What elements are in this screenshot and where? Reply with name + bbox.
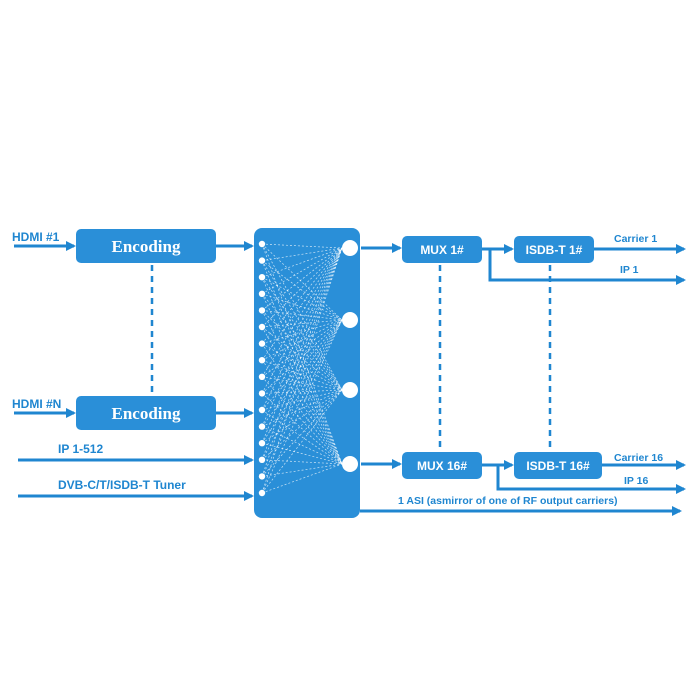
matrix-input-port (258, 473, 266, 480)
matrix-input-port (258, 240, 266, 248)
encoding-label-bottom: Encoding (112, 404, 181, 423)
matrix-crossline (261, 326, 343, 465)
matrix-crosslines (261, 243, 343, 494)
matrix-crossline (261, 326, 343, 391)
matrix-crossline (261, 319, 343, 444)
matrix-crossline (261, 389, 343, 394)
matrix-input-port (258, 357, 266, 364)
matrix-input-port (258, 340, 266, 347)
matrix-crossline (261, 260, 343, 321)
ip-1-label: IP 1 (620, 264, 639, 276)
matrix-crossline (261, 247, 343, 377)
matrix-crossline (261, 389, 343, 494)
matrix-crossline (261, 393, 343, 465)
matrix-crossline (261, 343, 343, 465)
switch-matrix (254, 228, 360, 518)
matrix-output-ports (342, 240, 358, 472)
input-label-hdmi-n: HDMI #N (12, 397, 61, 411)
matrix-crossline (261, 247, 343, 295)
matrix-crossline (261, 389, 343, 461)
matrix-crossline (261, 293, 343, 391)
matrix-input-port (258, 423, 266, 430)
mux-label-top: MUX 1# (420, 243, 464, 257)
ip-16-label: IP 16 (624, 475, 648, 487)
carrier-16-label: Carrier 16 (614, 452, 663, 464)
input-label-ip: IP 1-512 (58, 442, 103, 456)
ip-1-arrow (488, 249, 686, 285)
matrix-body (254, 228, 360, 518)
matrix-crossline (261, 247, 343, 477)
matrix-crossline (261, 276, 343, 321)
matrix-crossline (261, 319, 343, 411)
matrix-input-port (258, 489, 266, 497)
asi-output-label: 1 ASI (asmirror of one of RF output carr… (398, 495, 618, 507)
matrix-crossline (261, 310, 343, 391)
matrix-input-port (258, 390, 266, 397)
mux-label-bottom: MUX 16# (417, 459, 467, 473)
mux-box-top (402, 236, 482, 263)
isdbt-label-bottom: ISDB-T 16# (526, 459, 590, 473)
matrix-input-port (258, 290, 266, 297)
matrix-crossline (261, 389, 343, 411)
matrix-crossline (261, 247, 343, 460)
matrix-crossline (261, 319, 343, 378)
matrix-crossline (261, 442, 343, 465)
matrix-crossline (261, 359, 343, 465)
isdbt-label-top: ISDB-T 1# (526, 243, 583, 257)
matrix-input-port (258, 456, 266, 463)
matrix-crossline (261, 247, 343, 427)
encoding-label-top: Encoding (112, 237, 181, 256)
input-label-tuner: DVB-C/T/ISDB-T Tuner (58, 478, 186, 492)
matrix-crossline (261, 247, 343, 361)
matrix-output-port (342, 382, 358, 398)
matrix-crossline (261, 247, 343, 311)
matrix-crossline (261, 389, 343, 427)
matrix-crossline (261, 260, 343, 391)
matrix-input-port (258, 373, 266, 380)
matrix-crossline (261, 319, 343, 477)
matrix-output-port (342, 456, 358, 472)
ip-16-arrow (496, 465, 686, 494)
matrix-crossline (261, 276, 343, 391)
matrix-crossline (261, 310, 343, 321)
input-label-hdmi-1: HDMI #1 (12, 230, 60, 244)
matrix-crossline (261, 247, 343, 344)
matrix-crossline (261, 293, 343, 465)
matrix-crossline (261, 319, 343, 460)
matrix-crossline (261, 247, 343, 444)
matrix-crossline (261, 459, 343, 465)
matrix-crossline (261, 247, 343, 261)
isdbt-box-bottom (514, 452, 602, 479)
encoding-box-top (76, 229, 216, 263)
mux-box-bottom (402, 452, 482, 479)
matrix-crossline (261, 319, 343, 328)
matrix-input-port (258, 274, 266, 281)
matrix-input-port (258, 440, 266, 447)
matrix-input-port (258, 406, 266, 414)
matrix-output-port (342, 240, 358, 256)
matrix-crossline (261, 409, 343, 465)
matrix-crossline (261, 247, 343, 494)
matrix-crossline (261, 319, 343, 344)
matrix-output-port (342, 312, 358, 328)
matrix-crossline (261, 310, 343, 465)
carrier-1-label: Carrier 1 (614, 233, 657, 245)
matrix-crossline (261, 247, 343, 328)
matrix-crossline (261, 319, 343, 361)
matrix-crossline (261, 389, 343, 444)
encoding-box-bottom (76, 396, 216, 430)
matrix-crossline (261, 463, 343, 477)
matrix-input-ports (258, 240, 266, 497)
matrix-crossline (261, 376, 343, 391)
matrix-input-port (258, 257, 266, 264)
matrix-crossline (261, 343, 343, 391)
matrix-input-port (258, 307, 266, 314)
isdbt-box-top (514, 236, 594, 263)
matrix-crossline (261, 426, 343, 465)
matrix-crossline (261, 243, 343, 249)
matrix-input-port (258, 323, 266, 331)
